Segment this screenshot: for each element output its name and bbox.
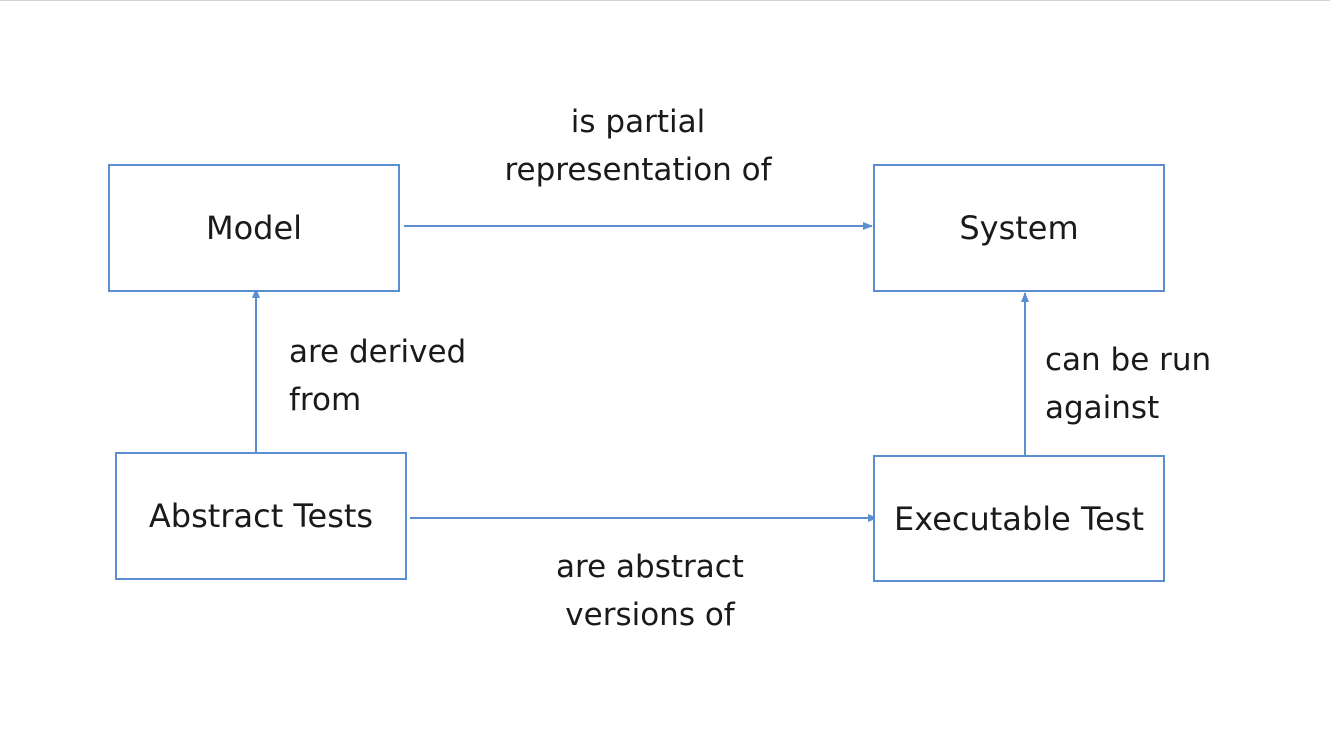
node-system: System	[873, 164, 1165, 292]
label-executable-to-system-line-2: against	[1045, 390, 1160, 426]
label-model-to-system-line-1: is partial	[570, 104, 706, 140]
label-model-to-system-line-2: representation of	[504, 152, 772, 188]
node-executable-test-label: Executable Test	[894, 499, 1144, 538]
top-divider	[0, 0, 1330, 1]
node-executable-test: Executable Test	[873, 455, 1165, 582]
label-abstract-to-executable: are abstract versions of	[500, 543, 800, 639]
label-model-to-system: is partial representation of	[478, 98, 798, 194]
label-abstract-to-model: are derived from	[289, 328, 466, 424]
label-executable-to-system: can be run against	[1045, 336, 1211, 432]
node-model: Model	[108, 164, 400, 292]
label-abstract-to-model-line-1: are derived	[289, 334, 467, 370]
label-abstract-to-model-line-2: from	[289, 382, 362, 418]
node-model-label: Model	[205, 209, 303, 247]
label-abstract-to-executable-line-1: are abstract	[556, 549, 744, 585]
label-executable-to-system-line-1: can be run	[1045, 342, 1212, 378]
node-abstract-tests-label: Abstract Tests	[148, 497, 374, 535]
label-abstract-to-executable-line-2: versions of	[565, 597, 735, 633]
node-abstract-tests: Abstract Tests	[115, 452, 407, 580]
node-system-label: System	[959, 209, 1079, 247]
